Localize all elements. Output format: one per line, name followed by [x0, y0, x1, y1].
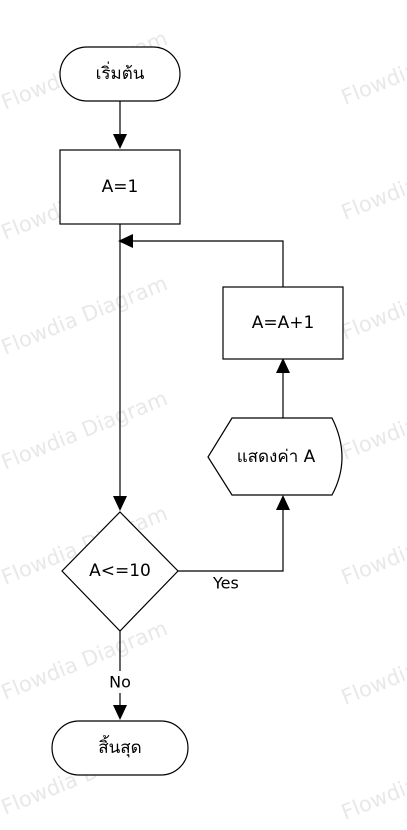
watermark-text: Flowdia Diagram: [0, 616, 171, 704]
start-terminator: [59, 46, 181, 102]
node-start: เริ่มต้น: [59, 46, 181, 102]
no-label-background: [103, 671, 137, 693]
arrowhead: [113, 496, 127, 511]
watermark-layer: Flowdia Diagram Flowdia Diagram Flowdia …: [0, 21, 407, 824]
node-display: แสดงค่า A: [207, 417, 343, 496]
node-condition: A<=10: [61, 511, 179, 632]
arrowhead: [118, 234, 133, 248]
node-init: A=1: [59, 149, 181, 225]
connector-increment-loop-back: [132, 240, 284, 287]
init-process-box: [59, 149, 181, 225]
watermark-text: Flowdia Diagram: [0, 386, 171, 474]
init-label: A=1: [102, 177, 139, 197]
edge-label-yes: Yes: [212, 574, 239, 593]
increment-label: A=A+1: [252, 313, 315, 333]
arrowhead: [113, 705, 127, 720]
watermark-text: Flowdia Diagram: [0, 271, 171, 359]
watermark-text: Flowdia Diagram: [338, 256, 407, 344]
start-label: เริ่มต้น: [96, 61, 145, 84]
arrowhead: [276, 358, 290, 373]
display-label: แสดงค่า A: [237, 447, 316, 467]
arrowhead: [276, 495, 290, 510]
node-end: สิ้นสุด: [51, 720, 189, 776]
edge-label-no: No: [109, 673, 131, 692]
watermark-text: Flowdia Diagram: [338, 136, 407, 224]
end-label: สิ้นสุด: [98, 735, 141, 758]
display-shape: [207, 417, 343, 496]
watermark-text: Flowdia Diagram: [338, 376, 407, 464]
connectors: [113, 101, 290, 720]
condition-diamond: [61, 511, 179, 632]
watermark-text: Flowdia Diagram: [338, 621, 407, 709]
watermark-text: Flowdia Diagram: [338, 736, 407, 824]
node-increment: A=A+1: [222, 286, 344, 360]
watermark-text: Flowdia Diagram: [338, 21, 407, 109]
end-terminator: [51, 720, 189, 776]
watermark-text: Flowdia Diagram: [338, 501, 407, 589]
connector-condition-to-display: [178, 509, 284, 572]
condition-label: A<=10: [89, 561, 151, 581]
arrowhead: [113, 134, 127, 149]
increment-process-box: [222, 286, 344, 360]
